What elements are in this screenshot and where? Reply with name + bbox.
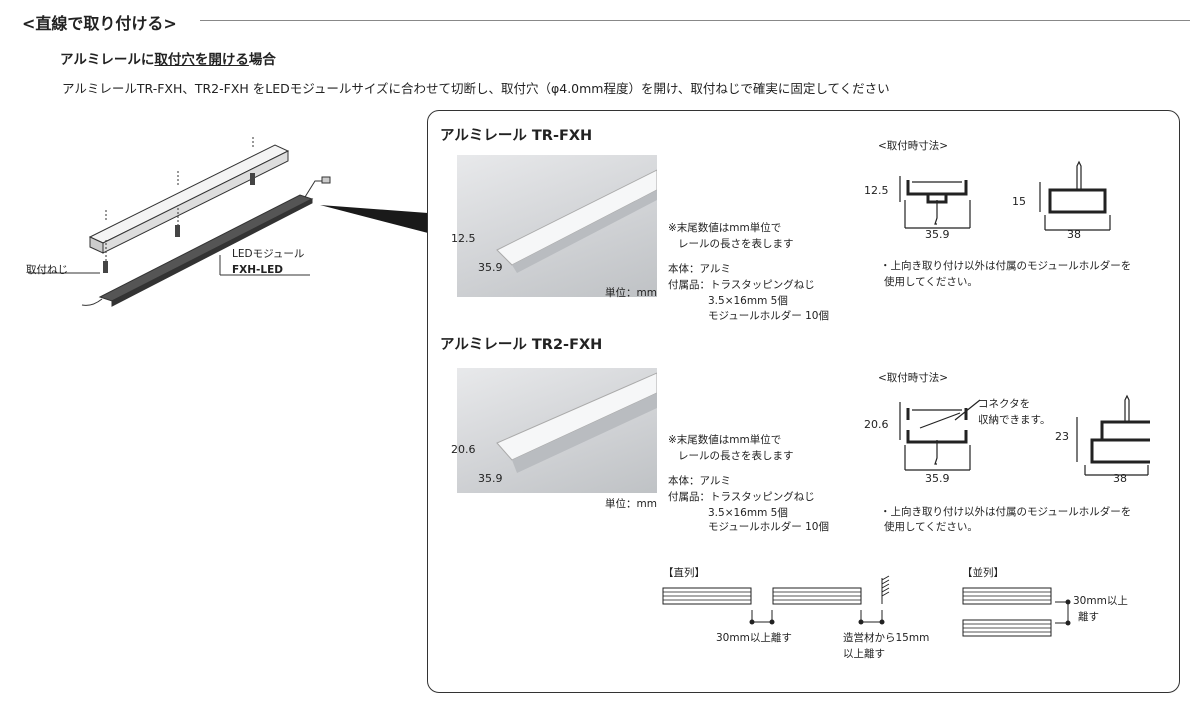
wall-gap-label: 造営材から15mm (843, 632, 930, 644)
accessory-item: モジュールホルダー 10個 (708, 521, 829, 533)
note: ※末尾数値はmm単位で (668, 434, 782, 446)
accessory-item: 3.5×16mm 5個 (708, 295, 788, 307)
tip: 使用してください。 (884, 521, 978, 533)
note: レールの長さを表します (678, 450, 794, 462)
product-title: アルミレール TR-FXH (440, 128, 593, 144)
accessory-item: モジュールホルダー 10個 (708, 310, 829, 322)
connector-note: コネクタを (978, 398, 1031, 410)
accessories: 付属品：トラスタッピングねじ (668, 279, 815, 291)
dim-width: 35.9 (925, 472, 950, 485)
accessories: 付属品：トラスタッピングねじ (668, 491, 815, 503)
callout-pointer (320, 205, 428, 233)
photo-height: 12.5 (451, 232, 476, 245)
subtitle: アルミレールに取付穴を開ける場合 (60, 48, 276, 68)
parallel-gap-label: 離す (1078, 611, 1099, 623)
spacing-diagram (662, 575, 1071, 637)
module-model: FXH-LED (232, 264, 283, 276)
section-diagrams (899, 160, 1111, 231)
series-gap-label: 30mm以上離す (716, 632, 792, 644)
unit-label: 単位：mm (605, 498, 657, 510)
product-title: アルミレール TR2-FXH (440, 337, 603, 353)
unit-label: 単位：mm (605, 287, 657, 299)
dim-height: 15 (1012, 195, 1026, 208)
subtitle-underlined: 取付穴を開ける (154, 52, 249, 68)
section-diagrams (899, 394, 1150, 476)
dims-title: <取付時寸法> (878, 372, 949, 384)
dims-title: <取付時寸法> (878, 140, 949, 152)
product-photo (457, 368, 658, 493)
product-photo (457, 155, 658, 297)
divider (200, 20, 1190, 21)
photo-width: 35.9 (478, 472, 503, 485)
note: ※末尾数値はmm単位で (668, 222, 782, 234)
photo-width: 35.9 (478, 261, 503, 274)
tip: ・上向き取り付け以外は付属のモジュールホルダーを (880, 260, 1132, 272)
wall-gap-label: 以上離す (843, 648, 885, 660)
dim-height: 23 (1055, 430, 1069, 443)
tip: ・上向き取り付け以外は付属のモジュールホルダーを (880, 506, 1132, 518)
description: アルミレールTR-FXH、TR2-FXH をLEDモジュールサイズに合わせて切断… (62, 81, 890, 96)
accessory-item: 3.5×16mm 5個 (708, 507, 788, 519)
photo-height: 20.6 (451, 443, 476, 456)
note: レールの長さを表します (678, 238, 794, 250)
installation-illustration (28, 135, 331, 307)
module-label: LEDモジュール (232, 248, 305, 260)
material: 本体：アルミ (668, 475, 731, 487)
dim-width: 35.9 (925, 228, 950, 241)
dim-width: 38 (1113, 472, 1127, 485)
product-panel (427, 110, 1180, 693)
dim-height: 20.6 (864, 418, 889, 431)
tip: 使用してください。 (884, 276, 978, 288)
screw-label: 取付ねじ (26, 264, 68, 276)
parallel-gap-label: 30mm以上 (1073, 595, 1128, 607)
parallel-title: 【並列】 (962, 567, 1004, 579)
subtitle-post: 場合 (248, 52, 276, 68)
dim-width: 38 (1067, 228, 1081, 241)
series-title: 【直列】 (663, 567, 705, 579)
dim-height: 12.5 (864, 184, 889, 197)
section-title: <直線で取り付ける> (22, 14, 177, 33)
connector-note: 収納できます。 (978, 414, 1051, 426)
material: 本体：アルミ (668, 263, 731, 275)
subtitle-pre: アルミレールに (60, 52, 155, 68)
